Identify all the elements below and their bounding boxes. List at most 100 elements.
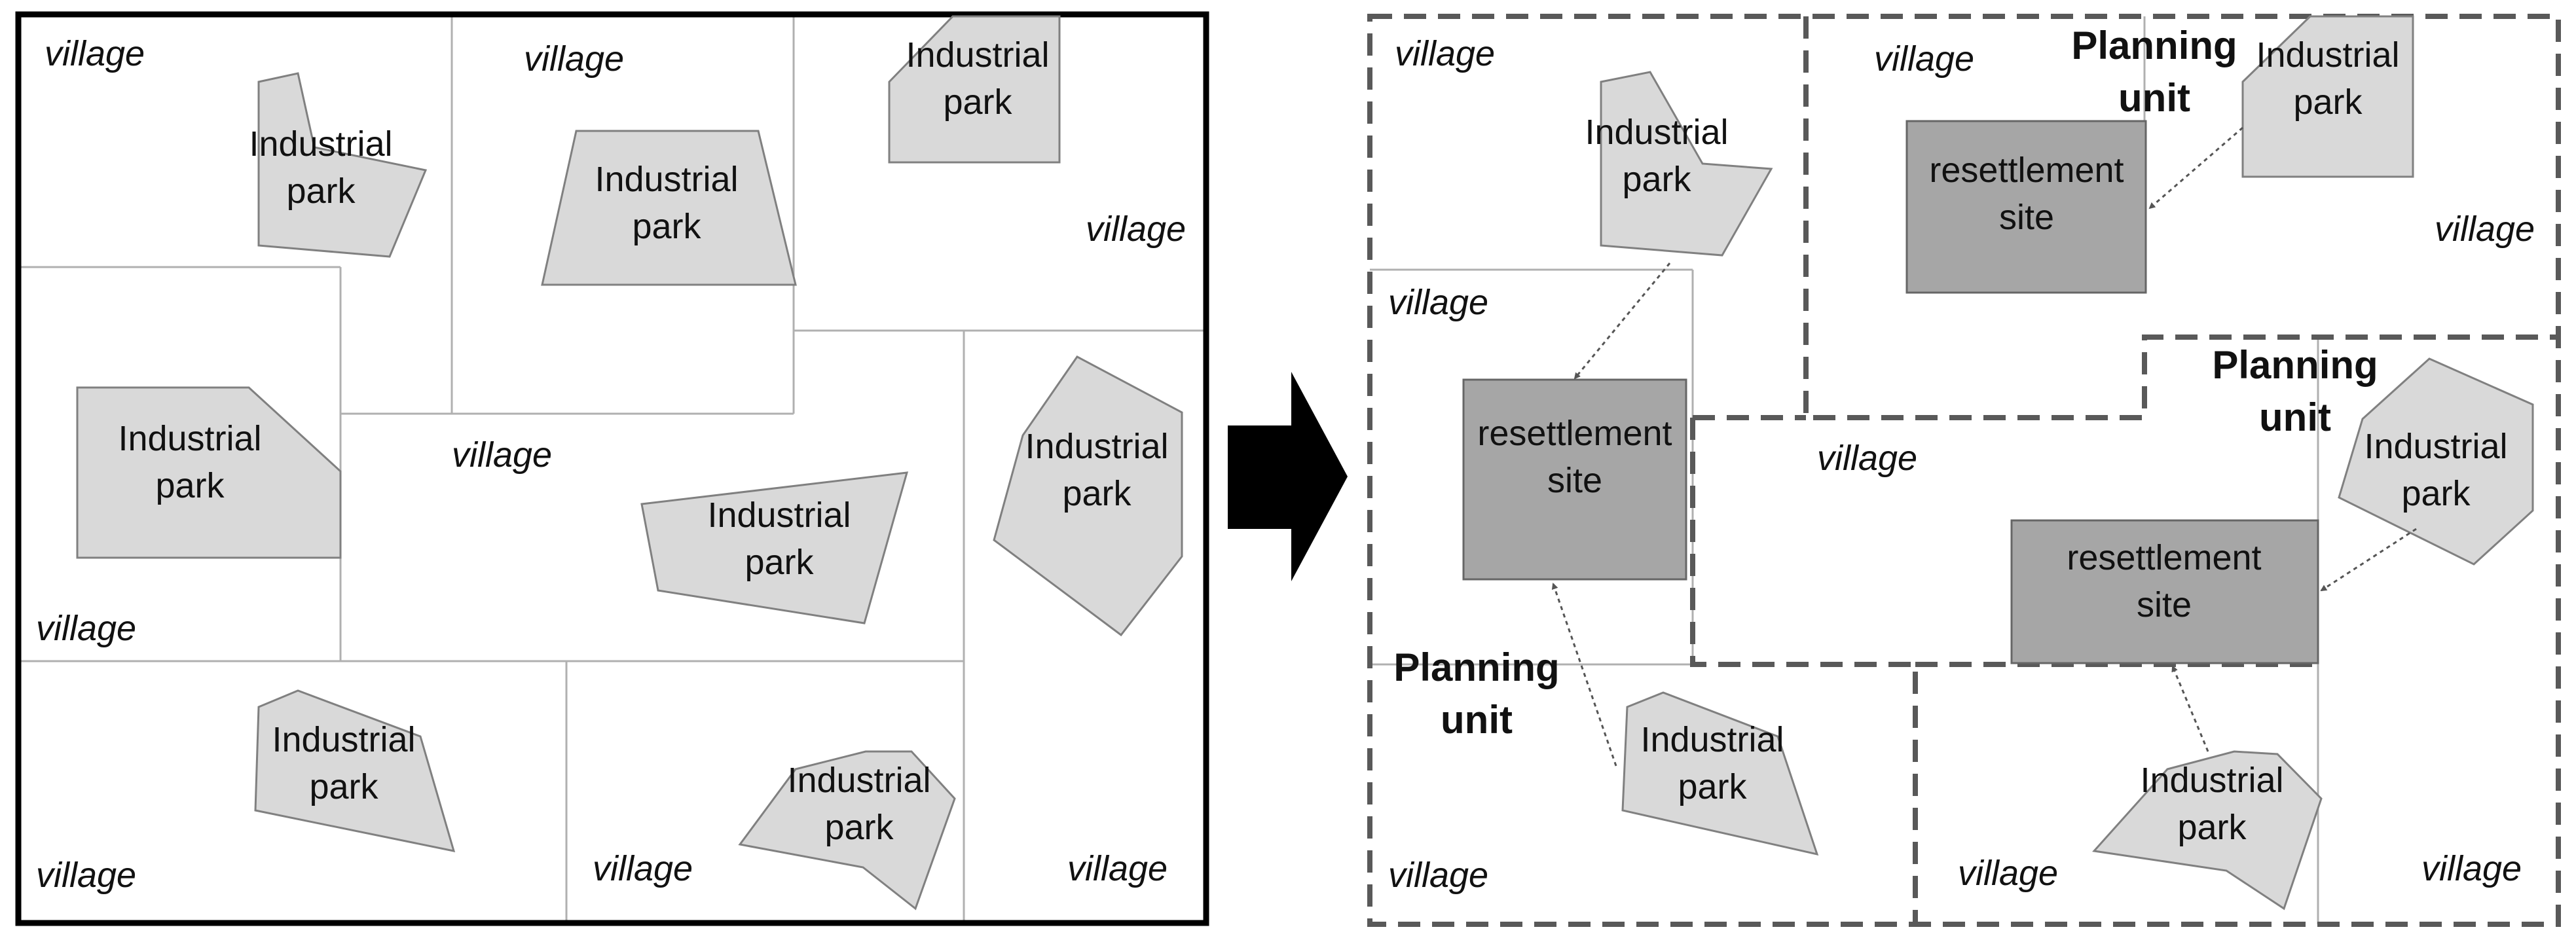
industrial-park-label: Industrial	[1640, 720, 1784, 759]
resettlement-site-label: resettlement	[1477, 414, 1672, 453]
industrial-park-label: park	[2293, 82, 2363, 122]
industrial-park-label: Industrial	[249, 124, 392, 164]
industrial-park-label: Industrial	[2364, 427, 2507, 466]
right-arrow-icon	[1228, 372, 1348, 581]
industrial-park-shape	[888, 15, 1061, 164]
planning-unit-label: unit	[2118, 76, 2190, 120]
industrial-park-shape	[640, 471, 909, 624]
village-label: village	[45, 34, 145, 73]
industrial-park-label: Industrial	[595, 160, 738, 199]
industrial-park-label: Industrial	[707, 496, 851, 535]
industrial-park-label: park	[632, 207, 701, 246]
industrial-park-label: park	[1678, 767, 1747, 806]
left-panel: Industrial park Industrial park Industrial…	[15, 11, 1209, 926]
village-label: village	[1874, 39, 1974, 79]
planning-unit-boundary	[1690, 418, 1918, 924]
industrial-park-shape	[2092, 750, 2323, 911]
village-label: village	[1958, 854, 2058, 893]
industrial-park-label: park	[2401, 474, 2471, 513]
planning-unit-label: Planning	[2212, 343, 2378, 387]
industrial-park-shape	[541, 130, 797, 286]
left-plot-boundaries	[18, 16, 1206, 923]
right-panel: Industrial park Industrial park Industrial…	[1367, 14, 2561, 927]
industrial-park-shape	[993, 355, 1183, 637]
industrial-park-label: Industrial	[1585, 113, 1728, 152]
industrial-park-shape	[2338, 357, 2534, 566]
village-label: village	[2421, 849, 2522, 888]
industrial-park-label: park	[1062, 474, 1132, 513]
industrial-park-label: park	[309, 767, 378, 806]
relocation-arrow	[2148, 126, 2243, 209]
industrial-park-label: Industrial	[1025, 427, 1168, 466]
resettlement-site-label: resettlement	[2067, 538, 2261, 577]
village-label: village	[1817, 439, 1917, 478]
resettlement-site	[2010, 519, 2319, 664]
village-label: village	[524, 39, 624, 79]
industrial-park-label: Industrial	[906, 35, 1049, 75]
village-label: village	[1067, 849, 1168, 888]
industrial-park-label: Industrial	[118, 419, 261, 458]
planning-unit-label: unit	[1441, 698, 1513, 742]
resettlement-site-label: site	[2137, 585, 2192, 624]
industrial-park-shape	[76, 386, 342, 559]
relocation-arrow	[2320, 528, 2417, 592]
industrial-park-label: park	[1622, 160, 1691, 199]
village-label: village	[2435, 209, 2535, 249]
industrial-park-label: park	[2177, 808, 2247, 847]
planning-unit-label: unit	[2259, 395, 2331, 439]
industrial-park-shape	[257, 72, 428, 258]
village-label: village	[1086, 209, 1186, 249]
relocation-arrow	[2171, 665, 2209, 752]
village-label: village	[1388, 856, 1488, 895]
village-label: village	[1395, 34, 1495, 73]
relocation-arrow	[1573, 262, 1671, 380]
industrial-park-label: park	[943, 82, 1012, 122]
industrial-park-label: park	[745, 543, 814, 582]
village-label: village	[1388, 283, 1488, 322]
industrial-park-label: Industrial	[2140, 761, 2283, 800]
resettlement-site	[1905, 120, 2147, 294]
planning-unit-label: Planning	[2071, 24, 2237, 67]
village-label: village	[36, 609, 136, 648]
resettlement-site-label: site	[1999, 198, 2054, 237]
industrial-park-shape	[1600, 71, 1773, 257]
resettlement-site-label: site	[1547, 461, 1602, 500]
industrial-park-label: Industrial	[787, 761, 930, 800]
resettlement-site	[1462, 378, 1687, 581]
industrial-park-shape	[254, 689, 456, 852]
industrial-park-label: Industrial	[272, 720, 415, 759]
right-frame	[1367, 14, 2561, 927]
industrial-park-label: Industrial	[2256, 35, 2399, 75]
industrial-park-label: park	[824, 808, 894, 847]
industrial-park-label: park	[286, 172, 356, 211]
planning-unit-boundary	[1803, 16, 2558, 420]
planning-unit-label: Planning	[1393, 645, 1559, 689]
resettlement-site-label: resettlement	[1929, 151, 2124, 190]
village-label: village	[452, 435, 552, 475]
industrial-park-shape	[1621, 691, 1819, 856]
left-frame	[15, 11, 1209, 926]
village-label: village	[36, 856, 136, 895]
industrial-park-shape	[2241, 15, 2414, 178]
industrial-park-shape	[738, 750, 956, 911]
